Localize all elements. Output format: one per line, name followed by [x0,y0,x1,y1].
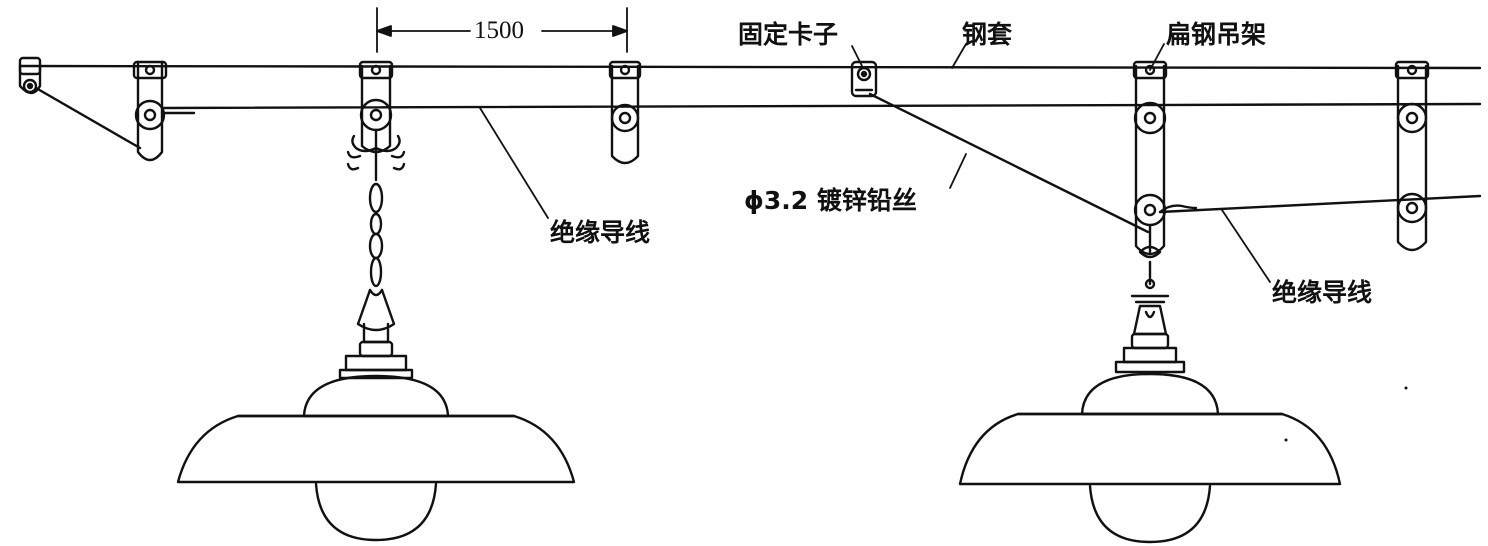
leader-lines [479,43,1271,283]
insulated-wire-label-right: 绝缘导线 [1272,278,1373,307]
fixed-clip-label: 固定卡子 [738,20,839,49]
insulated-wire-label-left: 绝缘导线 [550,218,651,247]
flat-steel-hanger-label: 扁钢吊架 [1166,20,1267,49]
left-end-clamp [18,56,142,150]
scan-specks [1284,386,1408,442]
steel-sleeve-rail [18,64,1482,70]
flat-steel-hanger-1 [132,60,168,162]
flat-steel-hanger-5 [1394,60,1430,252]
fixed-clip [850,60,878,98]
flat-steel-hanger-3 [608,60,642,165]
dimension-1500 [376,7,628,53]
dimension-label: 1500 [474,17,524,44]
flat-steel-hanger-4 [1132,60,1168,256]
right-lower-wire [1158,194,1482,214]
right-lamp [958,224,1342,544]
left-lamp [176,128,576,542]
steel-sleeve-label: 钢套 [962,20,1013,49]
lower-rail-wire [160,102,1482,115]
galvanized-wire [868,92,1150,234]
galvanized-wire-label: ϕ3.2 镀锌铅丝 [744,186,917,215]
